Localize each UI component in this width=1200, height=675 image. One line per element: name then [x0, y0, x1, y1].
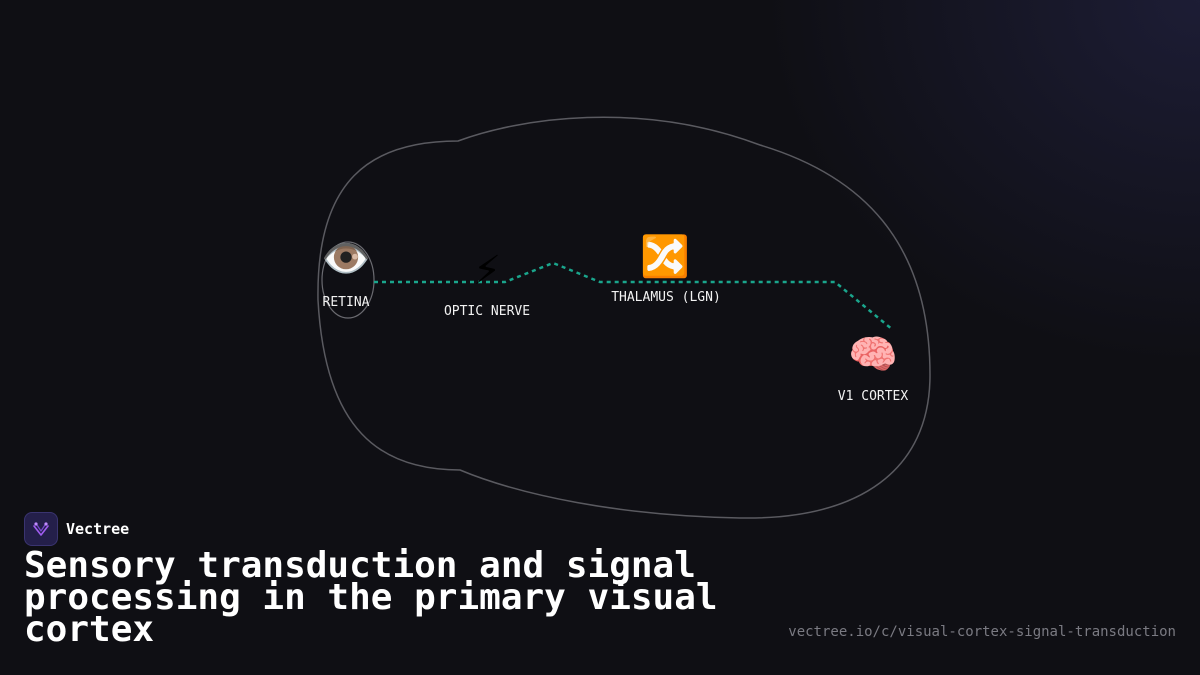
brain-icon: 🧠 — [848, 332, 898, 378]
shuffle-icon: 🔀 — [640, 233, 690, 280]
lightning-icon: ⚡ — [473, 248, 501, 294]
retina-ellipse — [321, 241, 375, 319]
node-label-retina: RETINA — [323, 295, 370, 310]
eye-icon: 👁️ — [321, 236, 371, 282]
brand-name: Vectree — [66, 520, 130, 538]
node-label-optic-nerve: OPTIC NERVE — [444, 304, 530, 319]
page-title: Sensory transduction and signal processi… — [24, 545, 718, 650]
node-label-thalamus: THALAMUS (LGN) — [611, 290, 721, 305]
brain-outline — [317, 116, 931, 519]
signal-pathway — [374, 261, 894, 331]
node-label-v1-cortex: V1 CORTEX — [838, 389, 909, 404]
brand: Vectree — [24, 512, 129, 546]
source-url[interactable]: vectree.io/c/visual-cortex-signal-transd… — [788, 624, 1176, 640]
vectree-logo-icon — [24, 512, 58, 546]
